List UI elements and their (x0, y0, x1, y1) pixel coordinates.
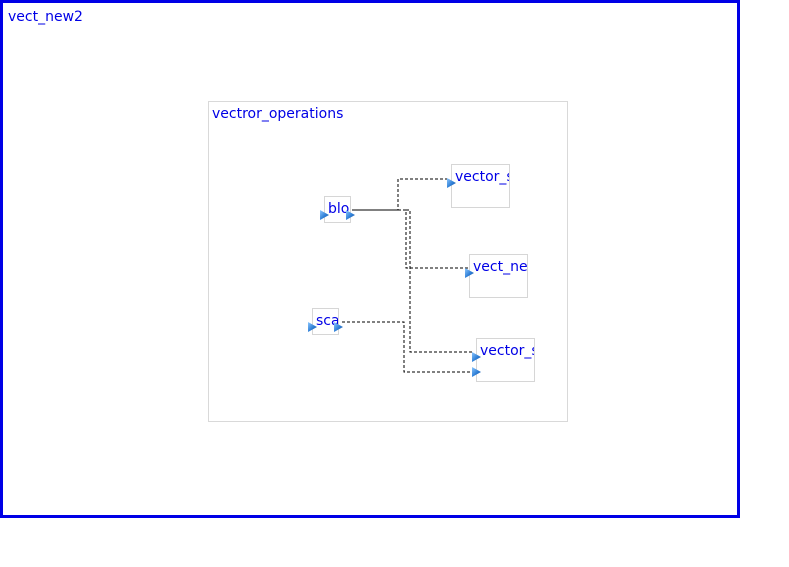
port-scal-input-icon (308, 322, 317, 332)
block-vector-scale[interactable]: vector_sc (476, 338, 535, 382)
block-vect-neg[interactable]: vect_neg (469, 254, 528, 298)
block-vector-sum-label: vector_su (455, 169, 509, 185)
port-vector-scale-input2-icon (472, 367, 481, 377)
port-bloc-output-icon (346, 210, 355, 220)
block-vector-sum[interactable]: vector_su (451, 164, 510, 208)
outer-frame (0, 0, 740, 518)
port-scal-output-icon (334, 322, 343, 332)
block-vector-scale-label: vector_sc (480, 343, 534, 359)
group-title: vectror_operations (212, 106, 344, 122)
port-vector-scale-input1-icon (472, 352, 481, 362)
block-bloc-label: bloc (328, 201, 350, 217)
block-vect-neg-label: vect_neg (473, 259, 528, 275)
port-vect-neg-input-icon (465, 268, 474, 278)
port-vector-sum-input-icon (447, 178, 456, 188)
block-scal-label: scal (316, 313, 339, 329)
outer-frame-title: vect_new2 (8, 9, 83, 25)
group-vector-operations[interactable] (208, 101, 568, 422)
port-bloc-input-icon (320, 210, 329, 220)
